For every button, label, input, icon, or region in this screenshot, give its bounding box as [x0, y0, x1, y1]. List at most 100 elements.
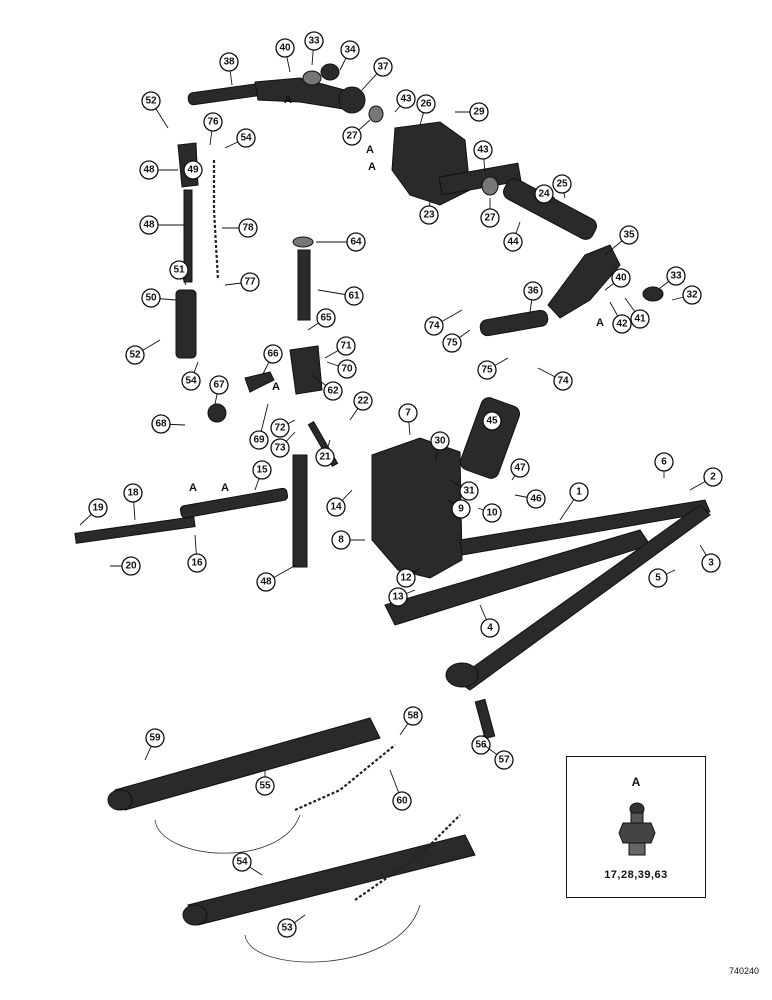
- part-callout-13: 13: [388, 587, 416, 607]
- lower-link-bottom-end: [182, 904, 208, 926]
- part-callout-12: 12: [396, 567, 421, 588]
- part-callout-40: 40: [275, 38, 295, 73]
- callout-number: 59: [149, 733, 161, 744]
- callout-number: 24: [538, 189, 550, 200]
- detail-marker-a: A: [366, 144, 374, 156]
- callout-circle: [125, 345, 145, 365]
- part-callout-20: 20: [110, 556, 141, 576]
- callout-number: 32: [686, 290, 698, 301]
- callout-circle: [151, 414, 171, 434]
- part-callout-64: 64: [316, 232, 366, 252]
- part-callout-52: 52: [125, 339, 161, 365]
- callout-circle: [340, 40, 360, 60]
- callout-number: 62: [327, 386, 339, 397]
- callout-number: 21: [319, 452, 331, 463]
- part-callout-9: 9: [447, 499, 471, 519]
- detail-marker-a: A: [272, 381, 280, 393]
- lower-link-55-end: [107, 789, 133, 811]
- wire-lower: [244, 904, 421, 963]
- part-callout-32: 32: [671, 285, 702, 305]
- rod-48-center: [292, 454, 308, 568]
- callout-circle: [682, 285, 702, 305]
- drawbar-18: [74, 516, 196, 544]
- callout-circle: [323, 381, 343, 401]
- parts-illustration: [74, 63, 711, 963]
- part-callout-5: 5: [648, 568, 676, 588]
- knob-67: [207, 403, 227, 423]
- callout-circle: [240, 272, 260, 292]
- callout-circle: [344, 286, 364, 306]
- detail-marker-a: A: [596, 317, 604, 329]
- callout-circle: [337, 359, 357, 379]
- callout-number: 57: [498, 755, 510, 766]
- callout-number: 71: [340, 341, 352, 352]
- turnbuckle-50: [175, 289, 197, 359]
- callout-number: 41: [634, 314, 646, 325]
- part-callout-29: 29: [455, 102, 489, 122]
- part-callout-33: 33: [304, 31, 324, 66]
- part-callout-55: 55: [255, 770, 275, 796]
- callout-number: 64: [350, 237, 362, 248]
- lift-arm-washer: [302, 70, 322, 86]
- figure-code: 740240: [729, 966, 760, 976]
- callout-number: 33: [308, 36, 320, 47]
- lift-arm-shaft: [187, 82, 267, 106]
- callout-circle: [459, 481, 479, 501]
- callout-circle: [315, 447, 335, 467]
- callout-circle: [121, 556, 141, 576]
- callout-circle: [416, 94, 436, 114]
- callout-circle: [316, 308, 336, 328]
- callout-number: 68: [155, 419, 167, 430]
- bushing-27b: [481, 176, 499, 196]
- stud-61: [297, 249, 311, 321]
- callout-number: 75: [481, 365, 493, 376]
- part-callout-10: 10: [477, 503, 502, 523]
- part-callout-52: 52: [141, 91, 169, 129]
- cap-33: [642, 286, 664, 302]
- part-callout-68: 68: [151, 414, 186, 434]
- callout-number: 47: [514, 463, 526, 474]
- chain-78: [212, 160, 220, 281]
- cylinder-45: [459, 397, 521, 479]
- callout-number: 22: [357, 396, 369, 407]
- part-callout-21: 21: [315, 439, 335, 467]
- callout-circle: [396, 89, 416, 109]
- callout-number: 19: [92, 503, 104, 514]
- callout-circle: [277, 918, 297, 938]
- callout-number: 23: [423, 210, 435, 221]
- callout-number: 36: [527, 286, 539, 297]
- part-callout-22: 22: [349, 391, 373, 421]
- callout-number: 30: [434, 436, 446, 447]
- callout-circle: [703, 467, 723, 487]
- lift-arm-hub: [338, 86, 366, 114]
- rockshaft: [503, 178, 597, 240]
- rockshaft-housing: [391, 121, 471, 206]
- callout-number: 58: [407, 711, 419, 722]
- callout-circle: [477, 360, 497, 380]
- callout-number: 69: [253, 435, 265, 446]
- part-callout-41: 41: [624, 297, 650, 329]
- part-callout-14: 14: [326, 489, 353, 517]
- callout-circle: [342, 126, 362, 146]
- detail-marker-a: A: [368, 161, 376, 173]
- part-callout-48: 48: [139, 215, 184, 235]
- lift-rod-48-upper: [183, 189, 193, 283]
- callout-number: 72: [274, 423, 286, 434]
- callout-circle: [88, 498, 108, 518]
- part-callout-77: 77: [224, 272, 260, 292]
- callout-circle: [480, 618, 500, 638]
- callout-number: 50: [145, 293, 157, 304]
- callout-number: 40: [279, 43, 291, 54]
- callout-number: 75: [446, 338, 458, 349]
- callout-circle: [139, 215, 159, 235]
- callout-number: 10: [486, 508, 498, 519]
- part-callout-72: 72: [270, 418, 296, 438]
- callout-circle: [232, 852, 252, 872]
- callout-circle: [473, 140, 493, 160]
- callout-circle: [701, 553, 721, 573]
- callout-number: 45: [486, 416, 498, 427]
- callout-number: 49: [187, 165, 199, 176]
- part-callout-3: 3: [699, 544, 721, 573]
- callout-circle: [141, 91, 161, 111]
